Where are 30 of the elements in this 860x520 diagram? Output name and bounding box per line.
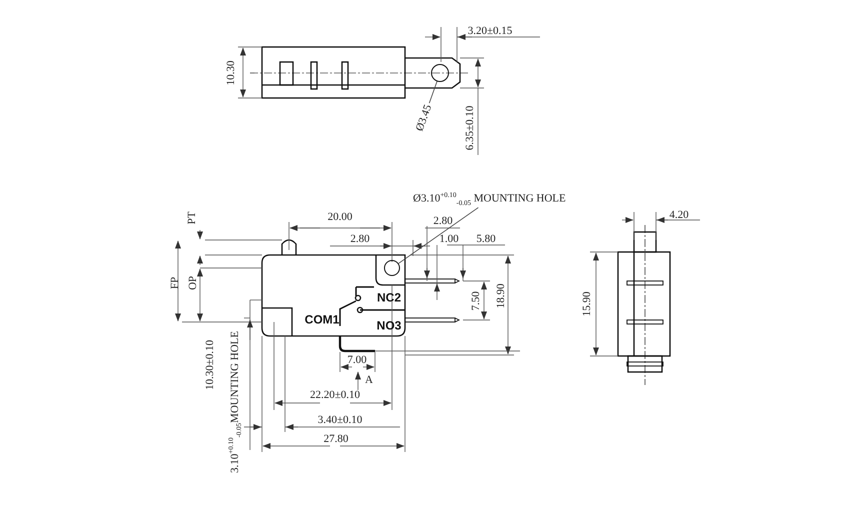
dimension-label: 7.50 xyxy=(470,291,482,311)
dimension-label: 3.20±0.15 xyxy=(468,24,512,38)
dimension-label: 15.90 xyxy=(580,292,594,316)
dimension-label: 1.00 xyxy=(439,232,459,246)
terminal-label: NC2 xyxy=(377,291,401,305)
hole xyxy=(431,64,449,82)
leader-text: Ø3.45 xyxy=(414,103,434,133)
dimension-label: 5.80 xyxy=(476,232,496,246)
terminal-label: NO3 xyxy=(376,319,402,333)
dimension-label: 3.40±0.10 xyxy=(318,414,362,426)
leader-line xyxy=(398,207,479,264)
dimension-label: 20.00 xyxy=(328,210,352,224)
dimension-label: 4.20 xyxy=(669,208,689,222)
leader-text: Ø3.10$^{+0.10}$$_{-0.05}$ MOUNTING HOLE xyxy=(413,192,566,208)
dimension-label: 2.80 xyxy=(350,232,370,246)
dimension-label: 6.35±0.10 xyxy=(464,106,476,150)
dimension-label: OP xyxy=(186,276,200,290)
leader-line xyxy=(428,81,438,104)
dimension-label: 10.30 xyxy=(224,60,238,86)
dimension-label: 7.00 xyxy=(347,354,367,366)
terminal-label: COM1 xyxy=(304,313,340,327)
dimension-label: 2.80 xyxy=(433,214,453,228)
dimension-label: 18.90 xyxy=(494,284,508,308)
mounting-hole xyxy=(384,260,400,276)
dimension-label: FP xyxy=(168,276,182,290)
view-label: A xyxy=(365,374,373,386)
dimension-label: PT xyxy=(186,212,198,224)
dimension-label: 27.80 xyxy=(324,432,348,446)
dimension-label: 22.20±0.10 xyxy=(310,388,360,402)
dimension-label: 10.30±0.10 xyxy=(204,340,216,390)
